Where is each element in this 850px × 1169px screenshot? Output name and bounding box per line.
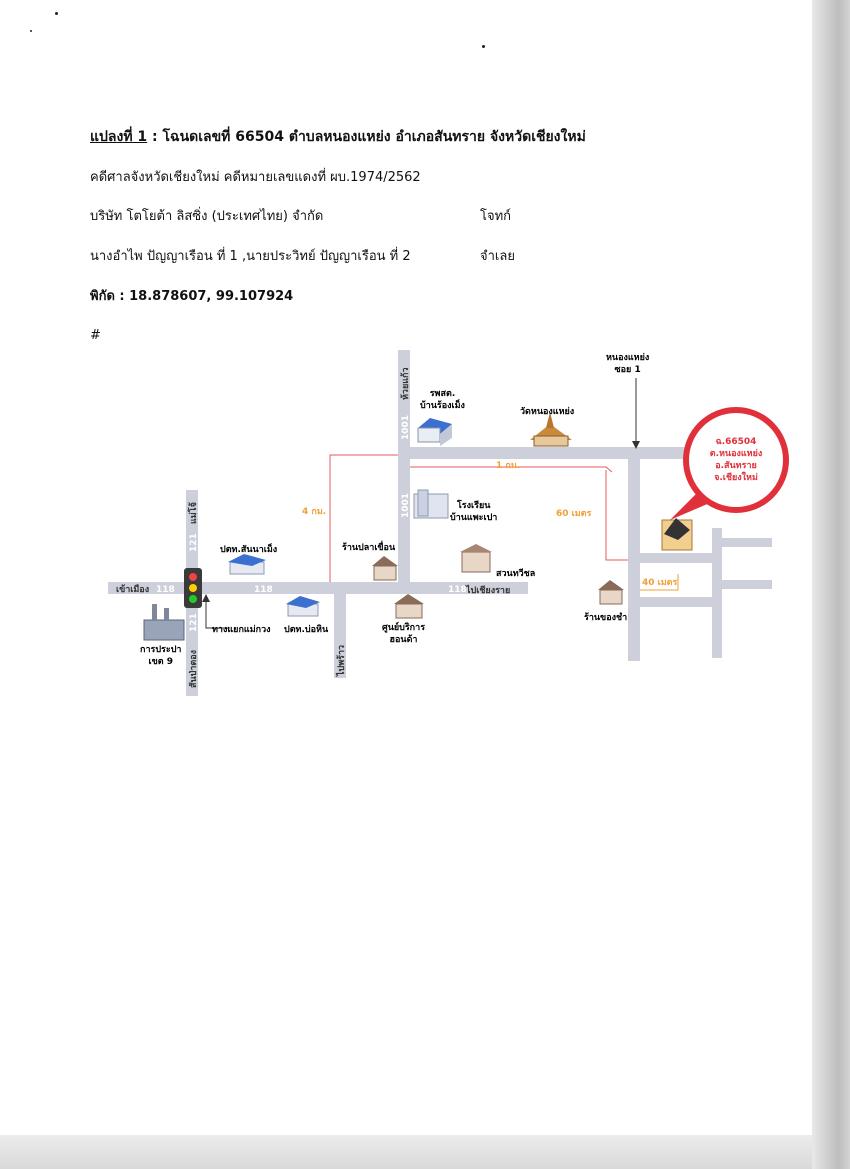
school-icon <box>413 489 449 519</box>
scan-edge-right <box>812 0 850 1169</box>
road-sub-2 <box>640 597 720 607</box>
location-map: เข้าเมือง 118 118 118 ไปเชียงราย แม่โจ้ … <box>108 350 789 696</box>
ptt-bohin-icon <box>286 596 320 617</box>
label-fish-shop: ร้านปลาเขื่อน <box>342 543 396 553</box>
plaintiff-role: โจทก์ <box>480 209 512 224</box>
road-label-118-a: 118 <box>254 585 273 595</box>
defendant-role: จำเลย <box>480 249 515 264</box>
scan-speck <box>30 30 32 32</box>
road-118 <box>108 582 528 594</box>
hash-mark: # <box>90 328 101 343</box>
garden-icon <box>460 544 492 573</box>
distance-4km: 4 กม. <box>302 507 326 517</box>
label-hospital: รพสต. บ้านร้องเม็ง <box>420 389 465 411</box>
label-grocery-shop: ร้านของชำ <box>584 613 628 623</box>
label-pea: การประปา เขต 9 <box>140 645 182 667</box>
label-nongyaeng-soi1: หนองแหย่ง ซอย 1 <box>606 353 650 375</box>
fish-shop-icon <box>372 556 398 581</box>
label-junction: ทางแยกแม่กวง <box>212 625 271 635</box>
route-line-40m <box>640 574 679 591</box>
temple-icon <box>530 412 572 447</box>
ptt-sanpa-icon <box>228 554 266 575</box>
road-label-maejo: แม่โจ้ <box>187 502 199 524</box>
target-house-icon <box>661 518 693 551</box>
road-label-west: เข้าเมือง <box>116 583 149 595</box>
route-line-4km <box>329 454 398 582</box>
grocery-shop-icon <box>598 580 624 605</box>
scan-edge-bottom <box>0 1135 812 1169</box>
label-school: โรงเรียน บ้านแพะเปา <box>450 501 498 523</box>
road-label-118-b: 118 <box>156 585 175 595</box>
road-to-prao <box>334 594 346 678</box>
court-case-line: คดีศาลจังหวัดเชียงใหม่ คดีหมายเลขแดงที่ … <box>90 170 421 185</box>
arrow-icon <box>202 594 210 602</box>
road-nongyaeng-soi-1 <box>628 447 640 661</box>
road-sub-4 <box>722 538 772 547</box>
road-label-huai: ห้วยแก้ว <box>400 367 411 400</box>
hospital-icon <box>417 418 452 446</box>
road-sub-3 <box>712 528 722 658</box>
road-label-to-prao: ไปพร้าว <box>335 645 347 677</box>
callout-text: ฉ.66504 ต.หนองแหย่ง อ.สันทราย จ.เชียงใหม… <box>709 437 763 483</box>
pea-factory-icon <box>143 604 185 641</box>
scanned-page: แปลงที่ 1 : โฉนดเลขที่ 66504 ตำบลหนองแหย… <box>0 0 813 1136</box>
parcel-label: แปลงที่ 1 <box>90 129 148 145</box>
road-1001 <box>398 350 410 590</box>
road-sub-5 <box>722 580 772 589</box>
label-ptt-sanpa: ปตท.สันนาเม็ง <box>220 545 278 555</box>
road-label-121-b: 121 <box>189 613 199 632</box>
distance-40m: 40 เมตร <box>642 578 678 588</box>
title-deed-text: : โฉนดเลขที่ 66504 ตำบลหนองแหย่ง อำเภอสั… <box>147 129 586 145</box>
road-label-sanpatong: สันป่าตอง <box>188 650 199 688</box>
distance-1km: 1 กม. <box>496 461 520 471</box>
coordinates: พิกัด : 18.878607, 99.107924 <box>90 289 294 304</box>
road-label-to-chiangrai: ไปเชียงราย <box>465 584 510 596</box>
label-ptt-bohin: ปตท.บ่อหิน <box>284 625 329 635</box>
label-garden: สวนทวีชล <box>496 569 536 579</box>
label-temple: วัดหนองแหย่ง <box>520 407 575 417</box>
traffic-light-icon <box>184 568 202 608</box>
road-label-1001-a: 1001 <box>401 415 411 440</box>
road-sub-1 <box>640 553 720 563</box>
defendant-names: นางอำไพ ปัญญาเรือน ที่ 1 ,นายประวิทย์ ปั… <box>90 249 411 264</box>
road-label-1001-b: 1001 <box>401 493 411 518</box>
scan-speck <box>482 45 485 48</box>
label-honda-service: ศูนย์บริการ ฮอนด้า <box>382 623 426 645</box>
target-callout <box>670 407 789 520</box>
honda-service-icon <box>394 594 424 619</box>
document-title: แปลงที่ 1 : โฉนดเลขที่ 66504 ตำบลหนองแหย… <box>90 126 586 148</box>
scan-speck <box>55 12 58 15</box>
road-soi <box>410 447 696 459</box>
route-line-1km <box>410 466 613 473</box>
arrow-icon <box>632 441 640 449</box>
road-label-121-a: 121 <box>189 533 199 552</box>
route-line-60m <box>605 470 628 561</box>
plaintiff-name: บริษัท โตโยต้า ลิสซิ่ง (ประเทศไทย) จำกัด <box>90 209 324 224</box>
road-label-118-c: 118 <box>448 585 467 595</box>
pointer-line-junction <box>205 598 230 629</box>
distance-60m: 60 เมตร <box>556 509 592 519</box>
